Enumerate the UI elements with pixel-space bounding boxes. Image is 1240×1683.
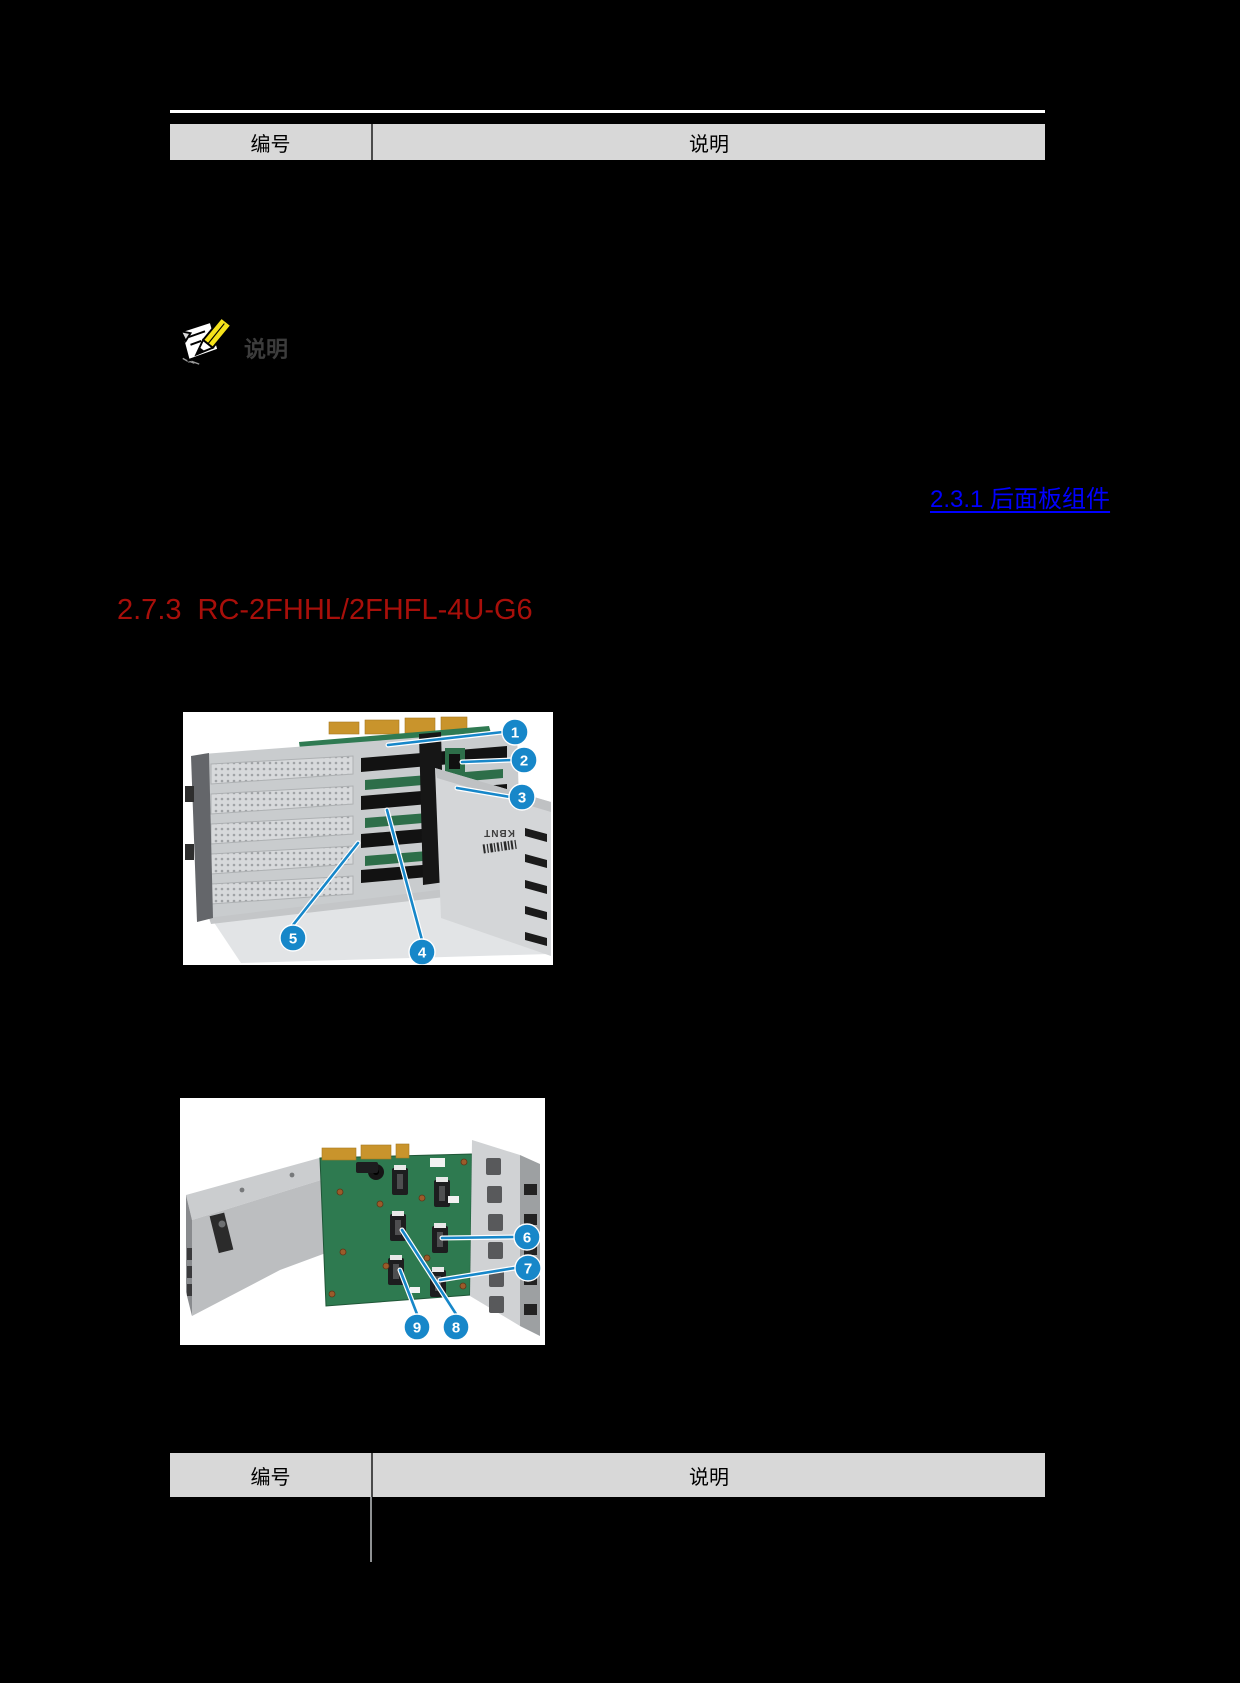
table-header-top: 编号 说明 — [170, 124, 1045, 160]
svg-text:4: 4 — [418, 945, 427, 962]
callout-4-badge: 4 — [408, 938, 436, 965]
callout-2-badge: 2 — [510, 746, 538, 774]
callout-9-badge: 9 — [403, 1313, 431, 1341]
callout-5-badge: 5 — [279, 924, 307, 952]
section-number: 2.7.3 — [117, 594, 182, 626]
note-pencil-icon — [179, 316, 233, 365]
svg-text:8: 8 — [452, 1320, 460, 1337]
pcb-gold-fingers — [321, 1143, 410, 1161]
pcie-gold-fingers — [328, 716, 468, 735]
side-vents — [525, 828, 547, 946]
pcb-screws — [328, 1158, 468, 1298]
section-heading: 2.7.3 RC-2FHHL/2FHFL-4U-G6 — [117, 594, 533, 627]
note-block: 说明 — [176, 314, 288, 366]
figure2-leader-lines — [397, 1227, 518, 1317]
barcode-label — [482, 839, 517, 854]
svg-text:1: 1 — [511, 725, 519, 742]
cross-reference-link[interactable]: 2.3.1 后面板组件 — [930, 486, 1111, 513]
pencil — [194, 316, 233, 357]
table-column-divider — [370, 1497, 372, 1562]
section-title: RC-2FHHL/2FHFL-4U-G6 — [197, 594, 533, 626]
svg-text:9: 9 — [413, 1320, 421, 1337]
table-top-rule — [170, 110, 1045, 113]
callout-3-badge: 3 — [508, 783, 536, 811]
chassis-label: KBNT — [483, 827, 515, 838]
column-header-number: 编号 — [170, 1453, 373, 1497]
figure2-riser-rear-illustration: 6 7 9 8 — [180, 1098, 545, 1345]
figure2-photo: 6 7 9 8 — [180, 1098, 545, 1345]
figure1-leader-lines — [290, 729, 515, 943]
callout-7-badge: 7 — [514, 1254, 542, 1282]
svg-text:5: 5 — [289, 931, 297, 948]
callout-8-badge: 8 — [442, 1313, 470, 1341]
svg-text:7: 7 — [524, 1261, 532, 1278]
callout-6-badge: 6 — [513, 1223, 541, 1251]
column-header-description: 说明 — [689, 1466, 729, 1489]
figure1-riser-front-illustration: KBNT — [183, 712, 553, 965]
column-header-number: 编号 — [170, 124, 373, 160]
svg-text:2: 2 — [520, 753, 528, 770]
figure1-photo: KBNT — [183, 712, 553, 965]
note-label: 说明 — [244, 337, 289, 362]
column-header-description: 说明 — [689, 133, 729, 156]
table-header-bottom: 编号 说明 — [170, 1453, 1045, 1497]
riser-cage-body — [186, 1155, 334, 1316]
svg-text:6: 6 — [523, 1230, 531, 1247]
slot-blank-panels — [210, 755, 354, 905]
svg-text:3: 3 — [518, 790, 526, 807]
callout-1-badge: 1 — [501, 718, 529, 746]
mcio-connectors — [356, 1162, 450, 1297]
